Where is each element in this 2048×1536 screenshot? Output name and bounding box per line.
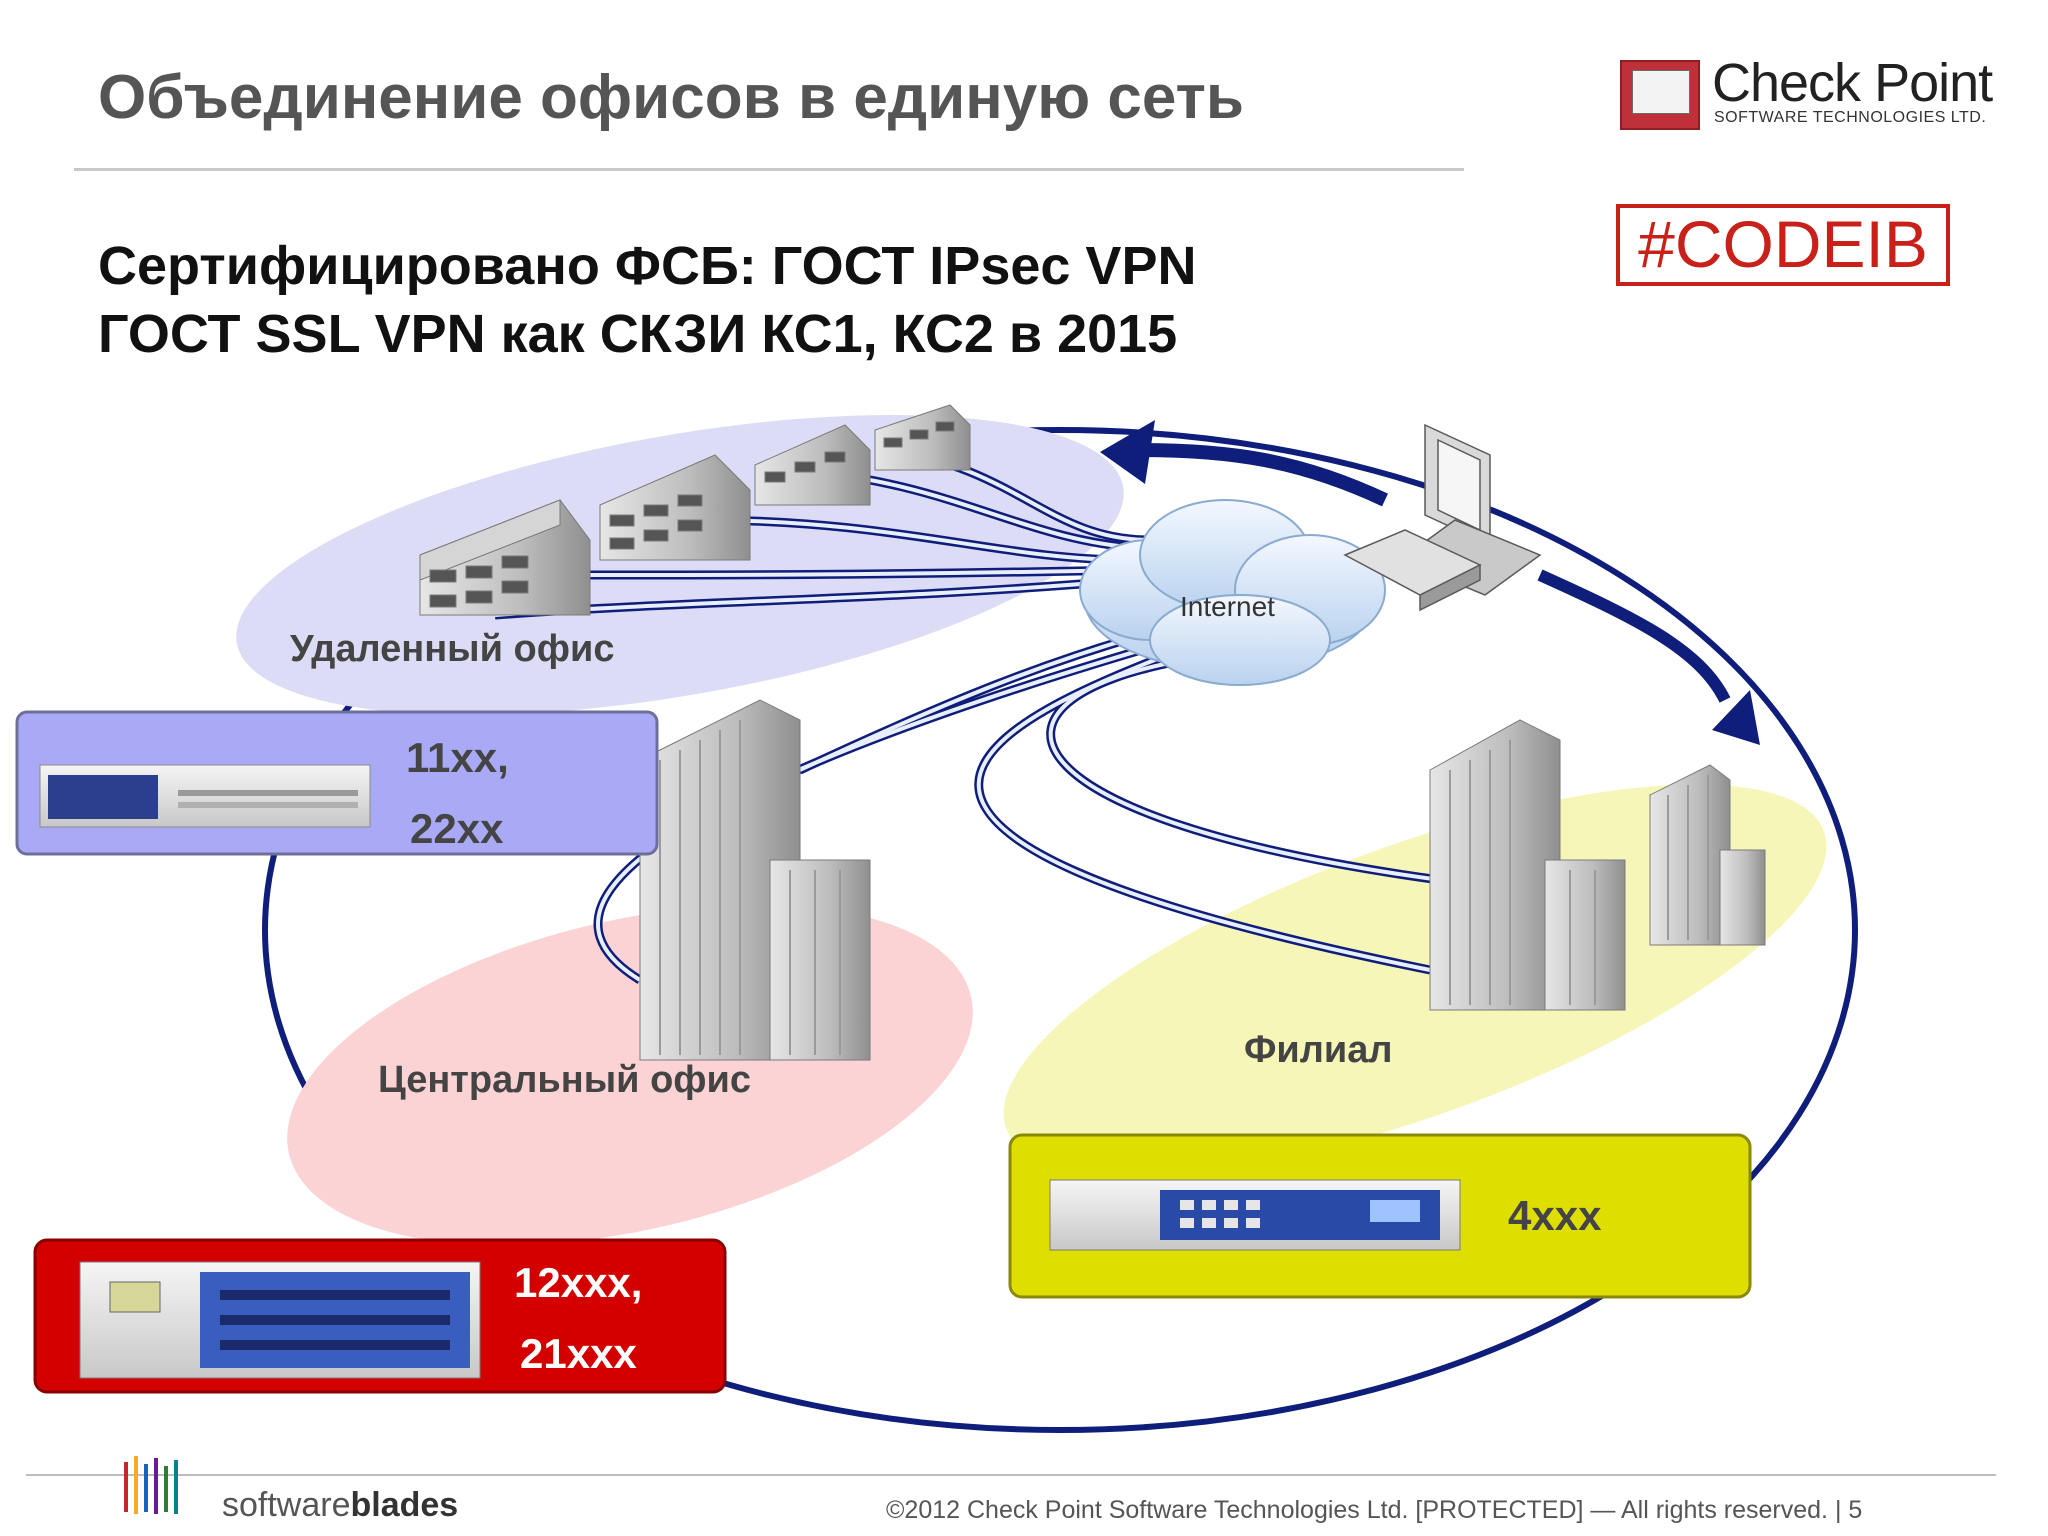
- central-office-building: [639, 699, 871, 1061]
- building-2: [599, 454, 751, 561]
- central-zone-label: Центральный офис: [378, 1059, 751, 1101]
- remote-device-box: [15, 710, 659, 856]
- remote-zone-ellipse: [236, 415, 1124, 715]
- remote-device-model-1: 11xx,: [406, 734, 509, 781]
- remote-device-model-2: 22xx: [410, 805, 504, 852]
- circulation-ellipse: [262, 427, 1858, 1433]
- central-device-box: [33, 1238, 727, 1394]
- hashtag-badge: #CODEIB: [1616, 204, 1950, 286]
- branch-buildings: [1429, 719, 1766, 1011]
- subtitle-line-1: Сертифицировано ФСБ: ГОСТ IPsec VPN: [98, 236, 1197, 296]
- subtitle-line-2: ГОСТ SSL VPN как СКЗИ КС1, КС2 в 2015: [98, 304, 1178, 364]
- slide-title: Объединение офисов в единую сеть: [98, 63, 1245, 132]
- softwareblades-wordmark: softwareblades: [222, 1486, 459, 1524]
- top-arrow-head: [1100, 420, 1155, 484]
- copyright-notice: ©2012 Check Point Software Technologies …: [886, 1496, 1863, 1524]
- internet-cloud: [1079, 499, 1386, 686]
- softwareblades-logo-icon: [124, 1456, 178, 1514]
- central-device-model-1: 12xxx,: [514, 1259, 642, 1306]
- building-3: [754, 424, 871, 506]
- logo-name: Check Point: [1712, 53, 1993, 113]
- logo-tagline: SOFTWARE TECHNOLOGIES LTD.: [1714, 109, 1987, 126]
- remote-office-buildings: [419, 404, 971, 616]
- right-arrow: [1537, 569, 1731, 703]
- building-1: [419, 499, 591, 616]
- branch-device-model: 4xxx: [1508, 1192, 1602, 1239]
- workstation-icon: [1343, 423, 1542, 612]
- footer-divider: [26, 1474, 1996, 1476]
- title-divider: [74, 168, 1464, 171]
- subtitle: Сертифицировано ФСБ: ГОСТ IPsec VPN ГОСТ…: [98, 232, 1196, 368]
- top-arrow: [1139, 443, 1388, 507]
- central-device-model-2: 21xxx: [520, 1330, 637, 1377]
- building-4: [874, 404, 971, 471]
- branch-zone-label: Филиал: [1244, 1029, 1393, 1071]
- check-point-logo-icon: [1620, 60, 1700, 130]
- internet-label: Internet: [1180, 591, 1275, 622]
- right-arrow-head: [1712, 690, 1760, 745]
- remote-zone-label: Удаленный офис: [290, 628, 615, 670]
- check-point-logo: Check Point SOFTWARE TECHNOLOGIES LTD.: [1620, 52, 2010, 142]
- branch-device-box: [1008, 1133, 1752, 1299]
